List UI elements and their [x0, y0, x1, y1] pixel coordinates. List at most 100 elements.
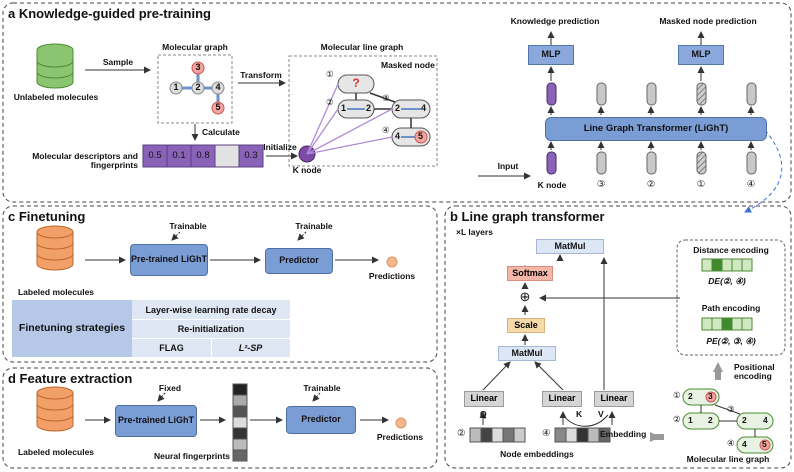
predictions-c: Predictions	[368, 271, 416, 281]
mlp-masked: MLP	[678, 45, 724, 65]
atom-1	[169, 81, 183, 95]
section-b-frame	[444, 205, 792, 469]
b-lg45-b: 5	[762, 439, 767, 449]
descriptor-value-2: 0.1	[172, 150, 186, 161]
circled-2: ②	[326, 97, 334, 107]
b-lg23-b: 3	[708, 391, 713, 401]
distance-encoding-label: Distance encoding	[693, 245, 769, 255]
b-lg12-a: 1	[688, 415, 693, 425]
calculate-label: Calculate	[202, 127, 240, 137]
input-label: Input	[497, 161, 519, 171]
trainable-c1: Trainable	[169, 221, 207, 231]
molecular-graph-label: Molecular graph	[162, 42, 228, 52]
atom-5-label: 5	[215, 102, 221, 112]
atom-2-label: 2	[195, 82, 201, 92]
pretrained-light-c: Pre-trained LiGhT	[130, 244, 208, 276]
light-block: Line Graph Transformer (LiGhT)	[545, 117, 767, 141]
predictor-c: Predictor	[265, 248, 333, 274]
mol-line-graph-b-label: Molecular line graph	[686, 454, 770, 464]
b-lg23-a: 2	[688, 391, 693, 401]
lg45-b: 5	[418, 131, 424, 141]
lg24-a: 2	[395, 103, 401, 113]
matmul-bottom: MatMul	[498, 346, 556, 361]
b-circled-1: ①	[673, 390, 681, 400]
line-graph-box	[288, 55, 438, 167]
softmax-box: Softmax	[507, 266, 553, 281]
strategy-reinit: Re-initialization	[132, 319, 290, 339]
linear-k: Linear	[542, 391, 582, 407]
atom-3-label: 3	[195, 62, 201, 72]
token-label-2: ②	[646, 179, 656, 190]
atom-4	[211, 81, 225, 95]
v-label: V	[598, 409, 604, 419]
circled-1: ①	[326, 69, 334, 79]
circled-4: ④	[382, 125, 390, 135]
k-label: K	[576, 409, 583, 419]
strategy-l2sp: L²-SP	[238, 342, 263, 353]
lg24-b: 4	[421, 103, 427, 113]
atom-3	[191, 61, 205, 75]
q-label: Q	[480, 409, 487, 419]
linear-q: Linear	[464, 391, 504, 407]
b-lg24-a: 2	[742, 415, 747, 425]
b-lg12-b: 2	[708, 415, 713, 425]
labeled-molecules-c: Labeled molecules	[17, 287, 95, 297]
linear-v: Linear	[594, 391, 634, 407]
emb-circled-2: ②	[457, 428, 466, 439]
unlabeled-db-icon	[36, 43, 74, 89]
positional-encoding-label: Positional encoding	[734, 362, 775, 382]
token-label-k: K node	[537, 180, 567, 190]
predictions-d: Predictions	[376, 432, 424, 442]
pe-formula: PE(②, ③, ④)	[706, 336, 756, 346]
neural-fingerprints-label: Neural fingerprints	[153, 451, 231, 461]
distance-encoding-strip	[701, 258, 753, 272]
section-c-title: c Finetuning	[8, 209, 86, 224]
atom-4-label: 4	[215, 82, 221, 92]
matmul-top: MatMul	[536, 239, 604, 254]
knowledge-prediction-label: Knowledge prediction	[510, 16, 600, 26]
prediction-dot-c	[386, 256, 398, 268]
lg45-a: 4	[395, 131, 401, 141]
lg12-b: 2	[366, 103, 372, 113]
section-c-frame	[2, 205, 438, 363]
embedding-label: Embedding	[600, 429, 647, 439]
strategies-label: Finetuning strategies	[12, 300, 132, 357]
trainable-c2: Trainable	[295, 221, 333, 231]
plus-symbol: ⊕	[519, 289, 531, 304]
pretrained-light-d: Pre-trained LiGhT	[115, 405, 197, 437]
strategies-table: Finetuning strategies Layer-wise learnin…	[12, 300, 290, 357]
sample-label: Sample	[102, 57, 134, 67]
path-encoding-label: Path encoding	[701, 303, 761, 313]
node-embeddings-label: Node embeddings	[500, 449, 574, 459]
lg12-a: 1	[341, 103, 347, 113]
token-label-3: ③	[596, 179, 606, 190]
predictor-d: Predictor	[286, 406, 356, 434]
prediction-dot-d	[395, 417, 407, 429]
b-circled-3: ③	[727, 404, 735, 414]
fixed-label: Fixed	[158, 383, 182, 393]
initialize-label: Initialize	[263, 142, 297, 152]
strategy-lrdecay: Layer-wise learning rate decay	[132, 300, 290, 320]
b-circled-2: ②	[673, 414, 681, 424]
molecular-graph-box	[157, 54, 233, 124]
section-d-frame	[2, 367, 438, 469]
section-a-frame	[2, 2, 792, 203]
b-lg24-b: 4	[763, 415, 768, 425]
atom-1-label: 1	[173, 82, 179, 92]
scale-box: Scale	[507, 318, 545, 333]
trainable-d: Trainable	[303, 383, 341, 393]
k-node-label: K node	[292, 165, 322, 175]
b-lg45-a: 4	[742, 439, 747, 449]
token-label-1: ①	[696, 179, 706, 190]
masked-question: ?	[352, 76, 360, 90]
section-d-title: d Feature extraction	[8, 371, 133, 386]
circled-3: ③	[382, 93, 390, 103]
neural-fingerprint-column	[232, 383, 248, 462]
masked-node-prediction-label: Masked node prediction	[659, 16, 757, 26]
labeled-db-icon-c	[36, 225, 74, 271]
de-formula: DE(②, ④)	[708, 276, 746, 286]
labeled-molecules-d: Labeled molecules	[17, 447, 95, 457]
descriptor-value-1: 0.5	[148, 150, 162, 161]
unlabeled-molecules-label: Unlabeled molecules	[13, 92, 99, 102]
